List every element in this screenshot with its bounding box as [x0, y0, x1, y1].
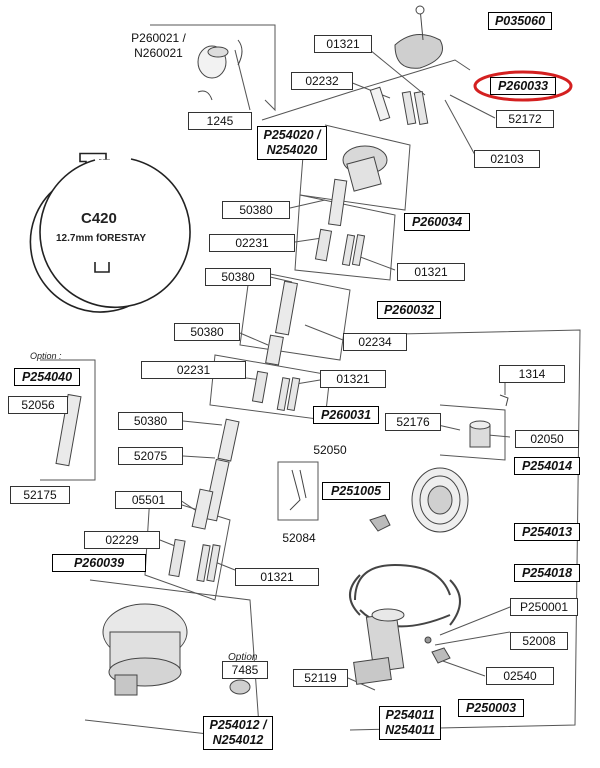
part-7485 [229, 679, 251, 695]
part-shaft-02232 [369, 86, 391, 122]
label-52075[interactable]: 52075 [118, 447, 183, 465]
label-p250001[interactable]: P250001 [510, 598, 578, 616]
profile-c420 [29, 152, 191, 313]
part-foil-50380 [328, 178, 348, 227]
part-p260021-top [207, 46, 229, 58]
label-50380-c[interactable]: 50380 [174, 323, 240, 341]
part-clip [197, 90, 213, 101]
label-7485[interactable]: 7485 [222, 661, 268, 679]
label-50380-b[interactable]: 50380 [205, 268, 271, 286]
label-50380-d[interactable]: 50380 [118, 412, 183, 430]
label-p260021[interactable]: P260021 / N260021 [131, 31, 186, 60]
leader [239, 332, 269, 346]
frame-option-left [40, 359, 96, 481]
label-p254014[interactable]: P254014 [514, 457, 580, 475]
leader [182, 455, 216, 459]
frame-p260034 [294, 194, 396, 281]
label-p260032[interactable]: P260032 [377, 301, 441, 319]
profile-model: C420 [81, 210, 117, 227]
label-02540[interactable]: 02540 [486, 667, 554, 685]
label-p254011[interactable]: P254011 N254011 [379, 706, 441, 740]
label-p254012[interactable]: P254012 / N254012 [203, 716, 273, 750]
leader [304, 324, 344, 341]
label-52172[interactable]: 52172 [496, 110, 554, 128]
label-p254020[interactable]: P254020 / N254020 [257, 126, 327, 160]
label-p251005[interactable]: P251005 [322, 482, 390, 500]
label-01321-c[interactable]: 01321 [320, 370, 386, 388]
label-p260033[interactable]: P260033 [490, 77, 556, 95]
label-p250003[interactable]: P250003 [458, 699, 524, 717]
label-02229[interactable]: 02229 [84, 531, 160, 549]
label-52175[interactable]: 52175 [10, 486, 70, 504]
label-52050[interactable]: 52050 [313, 443, 347, 457]
leader [289, 199, 326, 209]
leader [439, 606, 511, 636]
label-52176[interactable]: 52176 [385, 413, 441, 431]
highlight-ellipse [473, 70, 573, 102]
leader [369, 49, 426, 96]
label-02103[interactable]: 02103 [474, 150, 540, 168]
label-02234[interactable]: 02234 [343, 333, 407, 351]
label-p254013[interactable]: P254013 [514, 523, 580, 541]
label-1245[interactable]: 1245 [188, 112, 252, 130]
label-02050[interactable]: 02050 [515, 430, 579, 448]
part-p035060 [394, 34, 443, 69]
part-shaft-01321 [401, 90, 417, 126]
label-02231-b[interactable]: 02231 [141, 361, 246, 379]
leader [434, 631, 511, 646]
label-p260031[interactable]: P260031 [313, 406, 379, 424]
label-01321-d[interactable]: 01321 [235, 568, 319, 586]
label-52119[interactable]: 52119 [293, 669, 348, 687]
label-02231-a[interactable]: 02231 [209, 234, 295, 252]
leader [182, 420, 223, 426]
part-shaft-02231 [314, 228, 333, 262]
label-p260039[interactable]: P260039 [52, 554, 146, 572]
leader [487, 434, 511, 438]
label-52056[interactable]: 52056 [8, 396, 68, 414]
label-01321-top[interactable]: 01321 [314, 35, 372, 53]
frame-p260021 [150, 24, 276, 112]
option-note-bottom: Option [228, 652, 258, 663]
leader [449, 94, 496, 119]
part-foil-52075 [217, 418, 240, 462]
part-clip-p251005 [289, 469, 307, 511]
profile-size: 12.7mm fORESTAY [56, 233, 147, 244]
label-52008[interactable]: 52008 [510, 632, 568, 650]
frame-p254020 [299, 124, 411, 211]
part-52008 [431, 647, 451, 664]
leader [295, 379, 321, 385]
part-foil-52056 [55, 393, 82, 467]
label-p260034[interactable]: P260034 [404, 213, 470, 231]
label-p254040[interactable]: P254040 [14, 368, 80, 386]
label-p035060[interactable]: P035060 [488, 12, 552, 30]
label-01321-b[interactable]: 01321 [397, 263, 465, 281]
frame-top-shaft [261, 59, 471, 121]
option-note-left: Option : [30, 351, 62, 361]
label-p254018[interactable]: P254018 [514, 564, 580, 582]
frame-p251005 [277, 461, 319, 521]
leader [179, 499, 196, 511]
label-02232[interactable]: 02232 [291, 72, 353, 90]
frame-p254014-area [439, 404, 506, 461]
leader [439, 659, 486, 677]
leader [354, 254, 396, 271]
part-shackle-1245 [237, 39, 243, 66]
leader [444, 99, 476, 156]
label-50380-a[interactable]: 50380 [222, 201, 290, 219]
frame-p260032 [239, 269, 351, 361]
part-screw-1314 [499, 394, 509, 407]
label-52084[interactable]: 52084 [282, 531, 316, 545]
label-1314[interactable]: 1314 [499, 365, 565, 383]
leader [294, 237, 323, 243]
leader [269, 276, 293, 283]
leader [234, 49, 251, 111]
label-05501[interactable]: 05501 [115, 491, 182, 509]
part-small-connector [369, 514, 391, 532]
leader [437, 424, 461, 431]
